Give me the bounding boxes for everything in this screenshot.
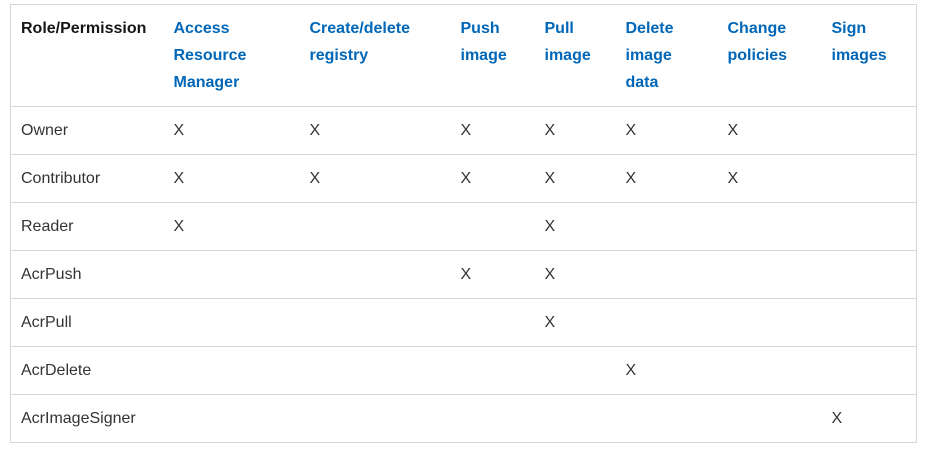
permission-cell (299, 202, 451, 251)
permission-cell (615, 394, 718, 443)
permission-cell: X (299, 106, 451, 155)
table-header-row: Role/Permission Access Resource Manager … (10, 4, 917, 107)
permission-cell (615, 250, 718, 299)
permission-cell (534, 394, 616, 443)
column-header-sign-images: Sign images (821, 4, 917, 107)
permission-cell: X (821, 394, 917, 443)
permission-cell: X (534, 154, 616, 203)
column-header-pull-image: Pull image (534, 4, 616, 107)
permission-cell (450, 394, 535, 443)
role-name: Owner (10, 106, 164, 155)
permission-cell: X (717, 154, 822, 203)
table-row-contributor: Contributor X X X X X X (10, 154, 917, 203)
permission-cell (717, 394, 822, 443)
pull-image-link[interactable]: Pull image (544, 20, 591, 64)
role-name: AcrPush (10, 250, 164, 299)
permission-cell (299, 346, 451, 395)
permission-cell (299, 298, 451, 347)
role-name: Contributor (10, 154, 164, 203)
permission-cell (717, 298, 822, 347)
table-row-acrpush: AcrPush X X (10, 250, 917, 299)
table-row-acrdelete: AcrDelete X (10, 346, 917, 395)
permission-cell: X (615, 346, 718, 395)
permission-cell: X (163, 154, 300, 203)
permission-cell (299, 394, 451, 443)
permission-cell: X (534, 250, 616, 299)
permission-cell (615, 202, 718, 251)
permission-cell (163, 394, 300, 443)
permission-cell (615, 298, 718, 347)
permission-cell (821, 106, 917, 155)
permission-cell (163, 250, 300, 299)
permission-cell: X (534, 106, 616, 155)
permission-cell (821, 154, 917, 203)
role-name: AcrImageSigner (10, 394, 164, 443)
permission-cell (450, 346, 535, 395)
create-delete-registry-link[interactable]: Create/delete registry (309, 20, 411, 64)
table-row-reader: Reader X X (10, 202, 917, 251)
column-header-role-permission: Role/Permission (10, 4, 164, 107)
permission-cell: X (163, 106, 300, 155)
permission-cell: X (450, 154, 535, 203)
permission-cell: X (450, 106, 535, 155)
permission-cell (450, 298, 535, 347)
push-image-link[interactable]: Push image (460, 20, 507, 64)
permission-cell: X (615, 154, 718, 203)
sign-images-link[interactable]: Sign images (831, 20, 887, 64)
permission-cell (821, 250, 917, 299)
permission-cell: X (534, 202, 616, 251)
role-name: AcrPull (10, 298, 164, 347)
permission-cell (450, 202, 535, 251)
access-resource-manager-link[interactable]: Access Resource Manager (173, 20, 247, 91)
permission-cell (534, 346, 616, 395)
column-header-push-image: Push image (450, 4, 535, 107)
column-header-create-delete-registry: Create/delete registry (299, 4, 451, 107)
permission-cell (717, 202, 822, 251)
permission-cell (299, 250, 451, 299)
permission-cell: X (163, 202, 300, 251)
permission-cell: X (615, 106, 718, 155)
permission-cell: X (450, 250, 535, 299)
permission-cell (821, 202, 917, 251)
table-row-acrpull: AcrPull X (10, 298, 917, 347)
permission-cell: X (717, 106, 822, 155)
column-header-access-resource-manager: Access Resource Manager (163, 4, 300, 107)
column-header-delete-image-data: Delete image data (615, 4, 718, 107)
permission-cell (717, 250, 822, 299)
column-header-change-policies: Change policies (717, 4, 822, 107)
role-name: AcrDelete (10, 346, 164, 395)
permission-cell (717, 346, 822, 395)
role-name: Reader (10, 202, 164, 251)
permission-cell (163, 298, 300, 347)
permission-cell: X (299, 154, 451, 203)
permission-cell: X (534, 298, 616, 347)
roles-permissions-table: Role/Permission Access Resource Manager … (10, 4, 917, 443)
table-row-owner: Owner X X X X X X (10, 106, 917, 155)
permission-cell (821, 346, 917, 395)
table-row-acrimagesigner: AcrImageSigner X (10, 394, 917, 443)
permission-cell (821, 298, 917, 347)
change-policies-link[interactable]: Change policies (727, 20, 788, 64)
delete-image-data-link[interactable]: Delete image data (625, 20, 674, 91)
permission-cell (163, 346, 300, 395)
